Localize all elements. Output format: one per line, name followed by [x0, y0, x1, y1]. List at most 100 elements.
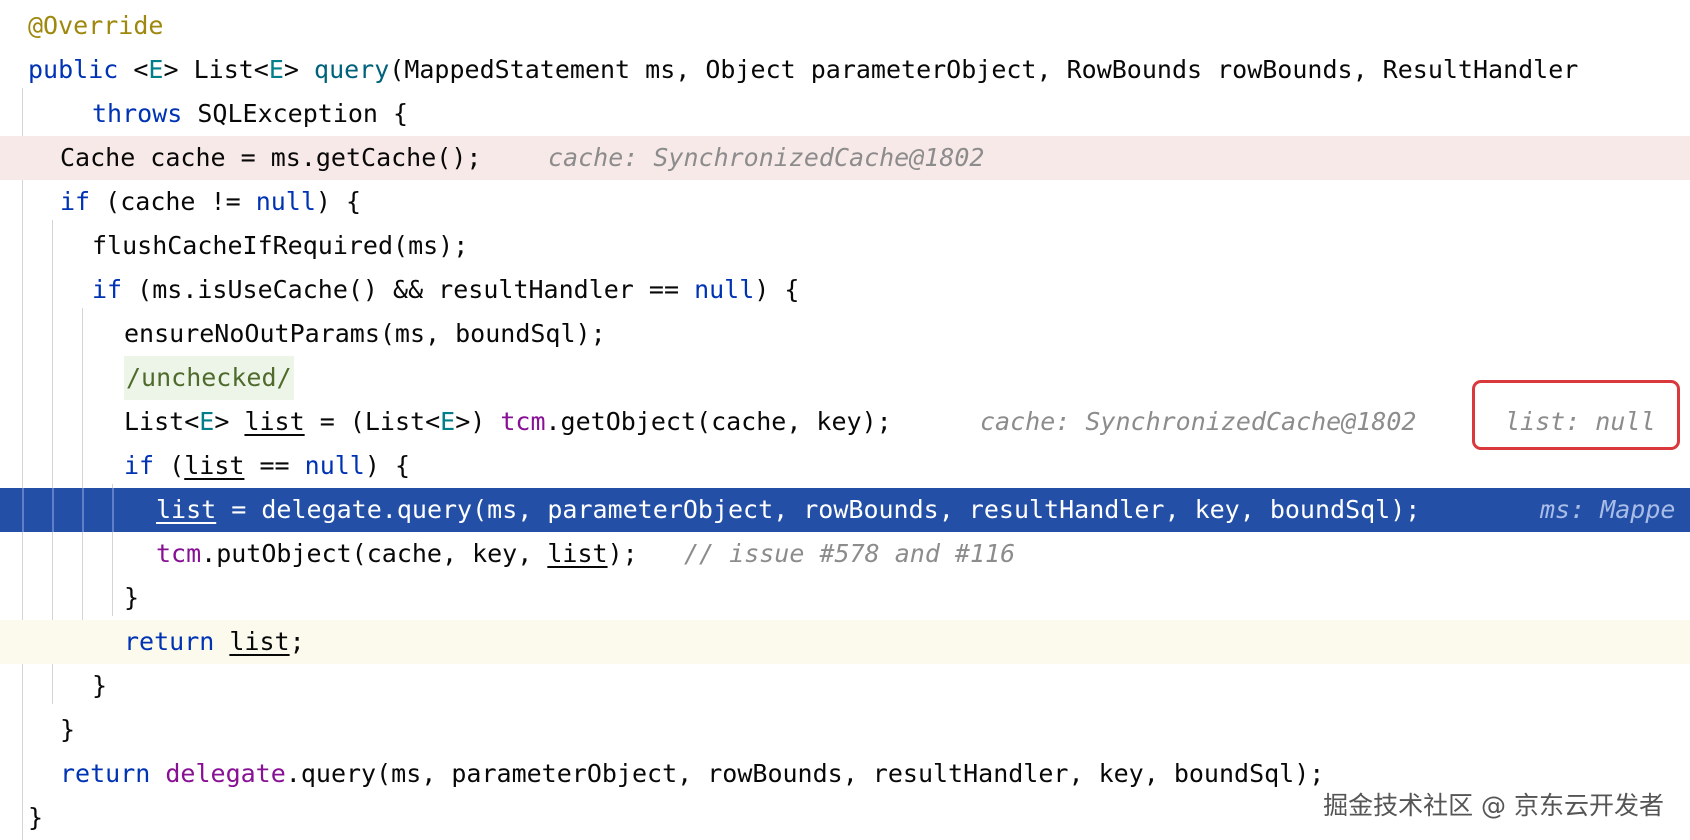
indent-guide — [82, 308, 83, 660]
code-line[interactable]: /unchecked/ — [0, 356, 1690, 400]
field-reference: delegate — [165, 759, 286, 788]
code-line[interactable]: } — [0, 796, 1690, 840]
code-text: ) { — [754, 275, 800, 304]
indent-guide — [112, 488, 114, 532]
code-text: ; — [289, 627, 305, 656]
method-call: tcm.putObject(cache, key, list); — [156, 532, 638, 576]
code-line-highlighted[interactable]: return list; — [0, 620, 1690, 664]
throws-clause: throws SQLException { — [92, 92, 408, 136]
code-text: < — [118, 55, 149, 84]
variable-list: list — [156, 495, 217, 524]
code-text: SQLException { — [182, 99, 409, 128]
code-text: ensureNoOutParams(ms, boundSql); — [124, 319, 606, 348]
code-text: ) { — [315, 187, 362, 216]
code-text: = (List< — [304, 407, 441, 436]
code-text: > — [214, 407, 245, 436]
keyword: if — [92, 275, 123, 304]
code-line[interactable]: } — [0, 576, 1690, 620]
method-name: query — [314, 55, 390, 84]
type-param: E — [148, 55, 164, 84]
closing-brace: } — [28, 803, 44, 832]
indent-guide — [52, 488, 54, 532]
assignment-statement: List<E> list = (List<E>) tcm.getObject(c… — [124, 400, 892, 444]
type-param: E — [268, 55, 284, 84]
code-line[interactable]: throws SQLException { — [0, 92, 1690, 136]
code-text: .query(ms, parameterObject, rowBounds, r… — [381, 495, 1421, 524]
code-text: == — [244, 451, 305, 480]
indent-guide — [22, 488, 24, 532]
watermark: 掘金技术社区 @ 京东云开发者 — [1319, 786, 1668, 822]
indent-guide — [52, 220, 53, 704]
closing-brace: } — [60, 715, 76, 744]
code-line[interactable]: } — [0, 708, 1690, 752]
code-line[interactable]: List<E> list = (List<E>) tcm.getObject(c… — [0, 400, 1690, 444]
highlight-box — [1472, 380, 1680, 450]
variable-list: list — [244, 407, 305, 436]
field-reference: delegate — [261, 495, 382, 524]
current-execution-line[interactable]: list = delegate.query(ms, parameterObjec… — [0, 488, 1690, 532]
keyword: null — [255, 187, 316, 216]
indent-guide — [82, 488, 84, 532]
keyword: if — [124, 451, 155, 480]
code-line[interactable]: if (cache != null) { — [0, 180, 1690, 224]
code-text: ) { — [364, 451, 411, 480]
code-text: Cache cache = ms.getCache(); — [60, 143, 482, 172]
variable-list: list — [184, 451, 245, 480]
code-text: (cache != — [90, 187, 256, 216]
debug-inline-value: list: null — [1505, 407, 1656, 436]
code-line[interactable]: ensureNoOutParams(ms, boundSql); — [0, 312, 1690, 356]
code-line[interactable]: public <E> List<E> query(MappedStatement… — [0, 48, 1690, 92]
if-statement: if (cache != null) { — [60, 180, 361, 224]
code-text: List< — [124, 407, 200, 436]
indent-guide — [112, 484, 113, 616]
assignment-statement: list = delegate.query(ms, parameterObjec… — [156, 488, 1420, 532]
indent-guide — [22, 88, 23, 840]
field-reference: tcm — [156, 539, 202, 568]
code-text: > List< — [163, 55, 269, 84]
keyword: null — [694, 275, 755, 304]
variable-list: list — [229, 627, 290, 656]
code-text: ); — [607, 539, 638, 568]
code-line[interactable]: tcm.putObject(cache, key, list); // issu… — [0, 532, 1690, 576]
variable-list: list — [547, 539, 608, 568]
code-text: .putObject(cache, key, — [201, 539, 548, 568]
code-line[interactable]: flushCacheIfRequired(ms); — [0, 224, 1690, 268]
type-param: E — [199, 407, 215, 436]
code-line[interactable]: return delegate.query(ms, parameterObjec… — [0, 752, 1690, 796]
keyword: return — [124, 627, 215, 656]
code-line-highlighted[interactable]: Cache cache = ms.getCache(); cache: Sync… — [0, 136, 1690, 180]
closing-brace: } — [92, 671, 108, 700]
closing-brace: } — [124, 583, 140, 612]
keyword: throws — [92, 99, 183, 128]
field-reference: tcm — [500, 407, 546, 436]
code-line[interactable]: } — [0, 664, 1690, 708]
code-text: flushCacheIfRequired(ms); — [92, 231, 469, 260]
code-text: .query(ms, parameterObject, rowBounds, r… — [285, 759, 1325, 788]
code-text: ( — [154, 451, 185, 480]
annotation-override: @Override — [28, 11, 164, 40]
return-statement: return delegate.query(ms, parameterObjec… — [60, 752, 1324, 796]
code-text: (MappedStatement ms, Object parameterObj… — [389, 55, 1579, 84]
code-line[interactable]: @Override — [0, 4, 1690, 48]
method-signature: public <E> List<E> query(MappedStatement… — [28, 48, 1578, 92]
code-text: .getObject(cache, key); — [545, 407, 892, 436]
keyword: if — [60, 187, 91, 216]
keyword: null — [304, 451, 365, 480]
code-text: = — [216, 495, 262, 524]
return-statement: return list; — [124, 620, 305, 664]
keyword: public — [28, 55, 119, 84]
code-line[interactable]: if (ms.isUseCache() && resultHandler == … — [0, 268, 1690, 312]
if-statement: if (ms.isUseCache() && resultHandler == … — [92, 268, 799, 312]
code-text: > — [283, 55, 315, 84]
code-comment: // issue #578 and #116 — [684, 539, 1016, 568]
debug-inline-value: ms: Mappe — [1540, 495, 1676, 524]
keyword: return — [60, 759, 151, 788]
code-line[interactable]: if (list == null) { — [0, 444, 1690, 488]
if-statement: if (list == null) { — [124, 444, 410, 488]
code-text: (ms.isUseCache() && resultHandler == — [122, 275, 695, 304]
debug-inline-value: cache: SynchronizedCache@1802 — [980, 407, 1417, 436]
debug-inline-value: cache: SynchronizedCache@1802 — [548, 143, 985, 172]
code-text: >) — [455, 407, 501, 436]
type-param: E — [440, 407, 456, 436]
